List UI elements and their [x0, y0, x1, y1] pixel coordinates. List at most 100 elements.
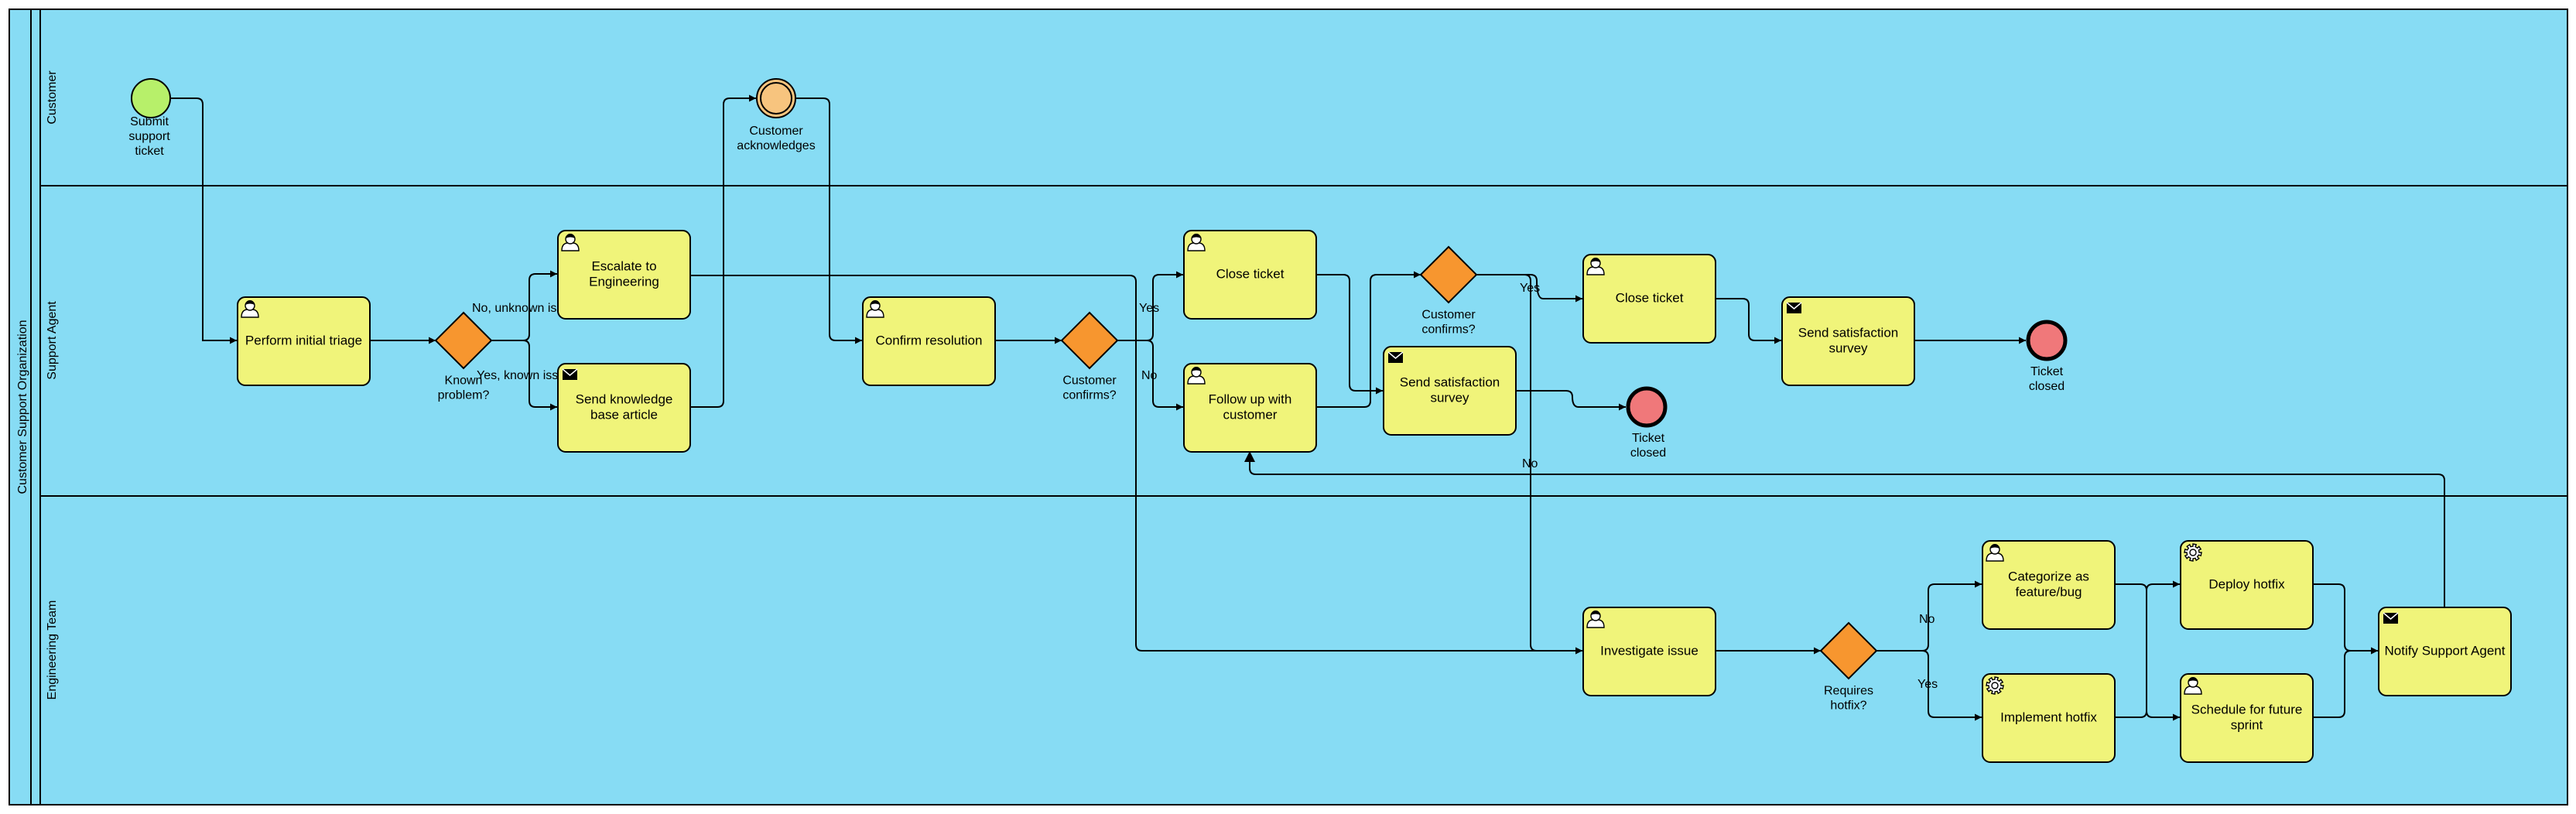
task-label: base article	[590, 407, 658, 422]
task-label: Send satisfaction	[1400, 375, 1500, 389]
flow-start-to-triage[interactable]	[166, 97, 237, 344]
task-box[interactable]	[557, 230, 691, 320]
flow-hotfix-to-implement[interactable]	[1876, 650, 1982, 721]
task-box[interactable]	[1582, 254, 1716, 344]
task-implement[interactable]: Implement hotfix	[1982, 673, 2116, 763]
flow-known-to-kb[interactable]	[491, 340, 557, 411]
task-box[interactable]	[1781, 296, 1915, 386]
flow-kb-to-ack[interactable]	[690, 94, 756, 408]
gateway-label: problem?	[438, 389, 490, 402]
task-box[interactable]	[2378, 607, 2512, 696]
user-task-icon	[1586, 258, 1605, 275]
flow-confirms1-to-followup[interactable]	[1117, 340, 1183, 411]
task-notify[interactable]: Notify Support Agent	[2378, 607, 2512, 696]
lane-customer: Customer	[40, 70, 2567, 186]
end-event-circle[interactable]	[2026, 320, 2068, 361]
task-box[interactable]	[2180, 673, 2314, 763]
task-label: Deploy hotfix	[2208, 576, 2285, 591]
flow-ack-to-confirm[interactable]	[796, 97, 862, 344]
task-label: customer	[1223, 407, 1278, 422]
gateway-label: confirms?	[1421, 323, 1475, 337]
task-label: Send satisfaction	[1798, 325, 1898, 340]
task-box[interactable]	[237, 296, 371, 386]
lane-engineering-team: Engineering Team	[46, 600, 59, 700]
task-label: Send knowledge	[576, 392, 673, 406]
event-label: Ticket	[2030, 365, 2064, 378]
flow-confirms2-to-close2[interactable]	[1476, 274, 1582, 303]
task-label: Close ticket	[1616, 290, 1684, 305]
send-task-icon	[1786, 302, 1802, 313]
task-label: sprint	[2231, 717, 2263, 732]
task-label: Escalate to	[591, 258, 656, 273]
flow-close2-to-survey2[interactable]	[1716, 298, 1781, 344]
flow-implement-to-schedule[interactable]	[2115, 580, 2180, 718]
task-label: Schedule for future	[2191, 702, 2303, 717]
pool-title: Customer Support Organization	[16, 320, 29, 494]
task-box[interactable]	[1582, 607, 1716, 696]
start-event-circle[interactable]	[131, 78, 171, 118]
task-confirm[interactable]: Confirm resolution	[862, 296, 996, 386]
task-label: Follow up with	[1209, 392, 1292, 406]
user-task-icon	[866, 300, 884, 318]
lane-support-agent: Support Agent	[40, 301, 2567, 497]
task-deploy[interactable]: Deploy hotfix	[2180, 540, 2314, 630]
task-box[interactable]	[2180, 540, 2314, 630]
event-label: ticket	[135, 145, 164, 158]
task-close1[interactable]: Close ticket	[1183, 230, 1317, 320]
task-box[interactable]	[1183, 230, 1317, 320]
task-box[interactable]	[1982, 673, 2116, 763]
event-end1[interactable]: Ticket closed	[2026, 320, 2068, 393]
task-label: Notify Support Agent	[2385, 643, 2506, 658]
flow-confirms2-to-investigate[interactable]	[1476, 274, 1582, 655]
event-label: acknowledges	[737, 139, 815, 152]
gateway-label: Customer	[1421, 309, 1476, 322]
end-event-circle[interactable]	[1626, 386, 1668, 428]
flow-schedule-to-notify[interactable]	[2313, 647, 2378, 718]
service-task-icon	[1986, 676, 2004, 695]
task-investigate[interactable]: Investigate issue	[1582, 607, 1716, 696]
task-box[interactable]	[1383, 346, 1517, 436]
lane-title-customer: Customer	[46, 70, 59, 125]
label-hotfix-yes: Yes	[1917, 678, 1938, 691]
user-task-icon	[561, 234, 580, 251]
task-box[interactable]	[1982, 540, 2116, 630]
task-triage[interactable]: Perform initial triage	[237, 296, 371, 386]
flow-notify-to-followup[interactable]	[1244, 451, 2445, 607]
flow-close1-to-survey1[interactable]	[1316, 274, 1383, 395]
flow-survey1-to-end2[interactable]	[1516, 390, 1626, 411]
task-box[interactable]	[1183, 363, 1317, 453]
flow-followup-to-confirms2[interactable]	[1316, 271, 1421, 408]
task-box[interactable]	[557, 363, 691, 453]
event-label: Customer	[749, 125, 803, 138]
task-close2[interactable]: Close ticket	[1582, 254, 1716, 344]
exclusive-gateway-diamond[interactable]	[1419, 245, 1478, 304]
exclusive-gateway-diamond[interactable]	[1819, 621, 1878, 680]
task-label: Implement hotfix	[2000, 710, 2097, 724]
exclusive-gateway-diamond[interactable]	[1060, 311, 1119, 370]
user-task-icon	[1187, 367, 1206, 385]
exclusive-gateway-diamond[interactable]	[434, 311, 493, 370]
flow-escalate-to-investigate[interactable]	[690, 275, 1582, 655]
gateway-label: Requires	[1824, 685, 1873, 698]
task-box[interactable]	[862, 296, 996, 386]
label-yes-known-issue: Yes, known issue	[477, 369, 572, 382]
task-label: survey	[1430, 390, 1469, 405]
task-label: Engineering	[589, 274, 659, 289]
event-label: closed	[2029, 380, 2065, 393]
intermediate-event-circle[interactable]	[756, 78, 796, 118]
